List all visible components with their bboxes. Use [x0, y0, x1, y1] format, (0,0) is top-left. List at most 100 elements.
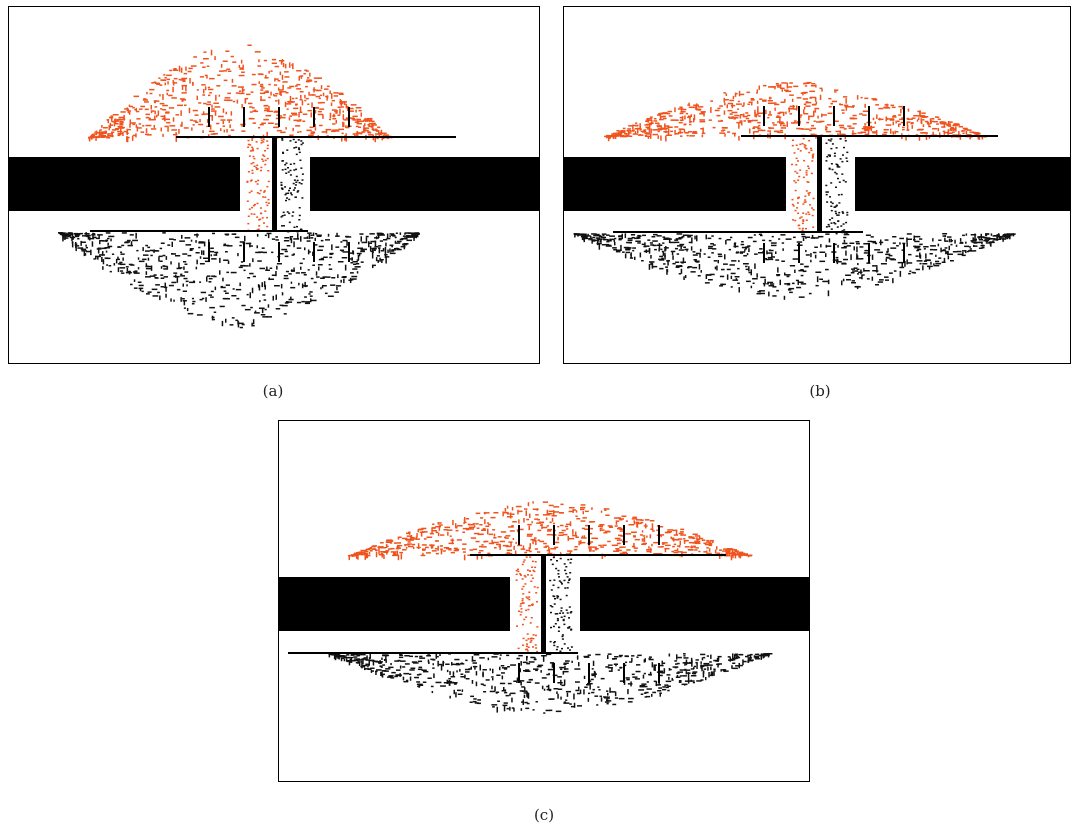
- black-particle: [419, 655, 423, 658]
- black-particle: [485, 679, 490, 681]
- black-particle: [827, 290, 830, 297]
- black-particle: [330, 284, 336, 286]
- black-particle: [843, 236, 847, 239]
- orange-particle: [123, 130, 128, 133]
- orange-particle: [111, 131, 115, 133]
- panel-b-caption: (b): [809, 382, 831, 400]
- orange-particle: [422, 549, 426, 551]
- black-particle: [620, 244, 622, 251]
- orange-particle: [714, 109, 720, 112]
- orange-particle: [181, 100, 184, 102]
- black-particle: [648, 263, 651, 270]
- orange-particle: [811, 83, 816, 85]
- black-particle: [293, 169, 296, 171]
- orange-particle: [251, 148, 254, 150]
- black-particle: [588, 692, 591, 695]
- orange-particle: [688, 537, 693, 539]
- orange-particle: [538, 521, 545, 523]
- orange-particle: [348, 110, 354, 112]
- black-particle: [864, 249, 870, 252]
- black-particle: [696, 663, 698, 669]
- black-particle: [446, 669, 449, 673]
- orange-particle: [693, 114, 696, 121]
- orange-particle: [813, 110, 815, 117]
- black-particle: [798, 269, 804, 272]
- black-particle: [71, 241, 74, 248]
- black-particle: [372, 265, 374, 269]
- orange-particle: [230, 55, 234, 58]
- black-particle: [71, 241, 74, 244]
- orange-particle: [754, 131, 759, 133]
- black-particle: [281, 248, 288, 251]
- orange-particle: [437, 545, 439, 551]
- black-particle: [423, 670, 429, 673]
- orange-particle: [647, 118, 649, 123]
- black-particle: [885, 279, 889, 281]
- orange-particle: [442, 550, 446, 552]
- black-particle: [561, 635, 564, 638]
- orange-particle: [266, 140, 269, 142]
- black-particle: [316, 235, 322, 237]
- black-particle: [892, 242, 896, 244]
- black-particle: [380, 259, 384, 261]
- black-particle: [911, 271, 915, 274]
- orange-particle: [748, 101, 753, 103]
- orange-particle: [954, 127, 956, 131]
- black-particle: [117, 263, 122, 265]
- orange-particle: [281, 74, 284, 80]
- orange-particle: [700, 111, 706, 113]
- orange-particle: [772, 122, 775, 124]
- orange-particle: [509, 512, 512, 519]
- black-particle: [421, 669, 427, 671]
- black-particle: [872, 241, 877, 244]
- orange-particle: [791, 163, 793, 166]
- orange-particle: [456, 526, 458, 529]
- orange-particle: [613, 135, 619, 137]
- orange-particle: [319, 94, 322, 97]
- black-particle: [105, 239, 108, 242]
- orange-particle: [734, 114, 740, 117]
- orange-particle: [667, 128, 670, 134]
- black-particle: [922, 265, 924, 271]
- panel-c: [278, 420, 810, 782]
- black-particle: [707, 237, 712, 240]
- orange-particle: [260, 166, 263, 169]
- orange-particle: [620, 535, 625, 537]
- orange-particle: [809, 115, 814, 118]
- black-particle: [523, 692, 529, 694]
- orange-particle: [296, 88, 302, 90]
- black-particle: [281, 187, 284, 190]
- black-particle: [226, 245, 233, 247]
- black-particle: [475, 681, 478, 687]
- black-particle: [449, 683, 451, 686]
- black-particle: [482, 671, 484, 678]
- black-particle: [831, 143, 834, 145]
- orange-particle: [396, 550, 399, 556]
- black-particle: [102, 251, 104, 254]
- black-particle: [800, 283, 807, 285]
- black-particle: [800, 274, 804, 277]
- orange-particle: [793, 180, 796, 182]
- orange-particle: [447, 531, 449, 536]
- orange-particle: [882, 133, 887, 136]
- orange-particle: [416, 533, 418, 538]
- orange-particle: [796, 127, 801, 130]
- orange-particle: [588, 541, 594, 543]
- orange-particle: [352, 133, 355, 135]
- orange-particle: [222, 108, 225, 113]
- black-particle: [289, 163, 292, 165]
- orange-particle: [849, 117, 855, 119]
- orange-particle: [521, 578, 524, 580]
- orange-particle: [251, 206, 254, 209]
- orange-particle: [522, 545, 525, 550]
- orange-particle: [260, 83, 264, 86]
- black-particle: [166, 266, 169, 270]
- black-particle: [579, 233, 585, 235]
- orange-particle: [166, 92, 168, 96]
- black-particle: [837, 220, 840, 222]
- black-particle: [825, 193, 828, 196]
- orange-particle: [795, 144, 798, 146]
- orange-particle: [472, 548, 478, 551]
- black-particle: [834, 210, 837, 213]
- black-particle: [173, 275, 176, 278]
